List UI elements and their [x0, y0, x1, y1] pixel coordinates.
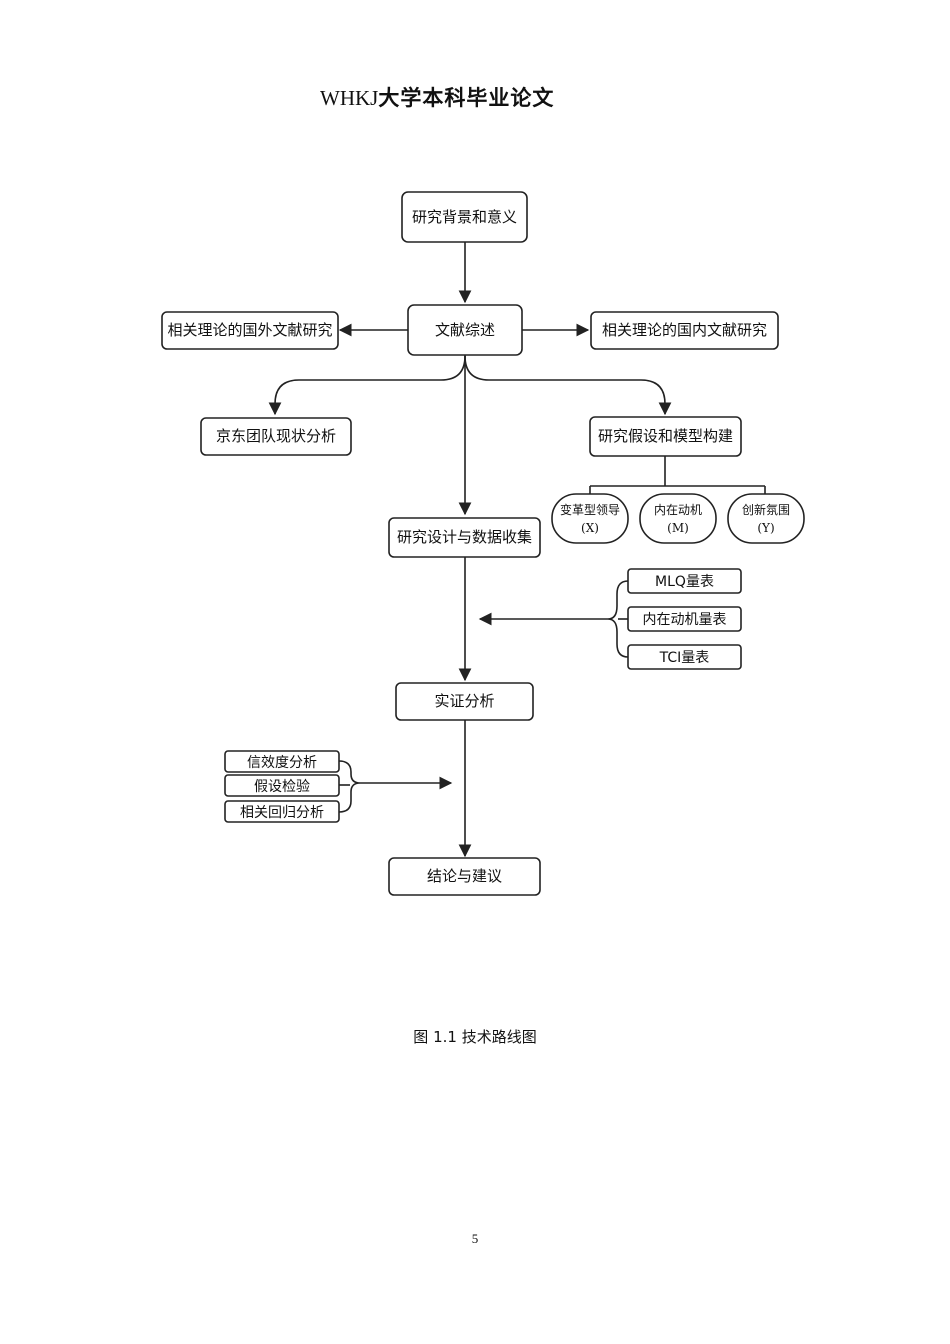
figure-caption: 图 1.1 技术路线图 — [413, 1028, 537, 1046]
label-conclusion: 结论与建议 — [427, 867, 502, 885]
box-scale-tci: TCI量表 — [627, 644, 742, 670]
label-background: 研究背景和意义 — [412, 208, 517, 226]
label-foreign: 相关理论的国外文献研究 — [167, 321, 332, 339]
label-var-m-code: (M) — [667, 521, 689, 535]
label-var-y: 创新氛围 — [742, 502, 790, 517]
box-scale-mlq: MLQ量表 — [627, 568, 742, 594]
box-conclusion: 结论与建议 — [388, 857, 541, 896]
arrow-review-to-jd — [268, 355, 466, 416]
label-regression: 相关回归分析 — [240, 804, 324, 821]
label-var-x-code: (X) — [581, 521, 599, 535]
header-latin: WHKJ — [320, 86, 379, 110]
label-hypo-test: 假设检验 — [254, 779, 310, 795]
label-hypo: 研究假设和模型构建 — [598, 427, 733, 445]
label-design: 研究设计与数据收集 — [397, 528, 532, 546]
var-x: 变革型领导 (X) — [551, 493, 629, 544]
box-background: 研究背景和意义 — [401, 191, 528, 243]
var-m: 内在动机 (M) — [639, 493, 717, 544]
box-scale-motive: 内在动机量表 — [627, 606, 742, 632]
box-domestic: 相关理论的国内文献研究 — [590, 311, 779, 350]
box-regression: 相关回归分析 — [224, 800, 340, 823]
label-scale-tci: TCI量表 — [659, 650, 710, 666]
label-var-m: 内在动机 — [654, 503, 702, 517]
box-reliability: 信效度分析 — [224, 750, 340, 773]
label-scale-motive: 内在动机量表 — [643, 612, 727, 628]
page-number: 5 — [471, 1231, 479, 1246]
box-design: 研究设计与数据收集 — [388, 517, 541, 558]
label-review: 文献综述 — [435, 321, 495, 339]
var-y: 创新氛围 (Y) — [727, 493, 805, 544]
brace-analyses — [338, 760, 361, 813]
label-reliability: 信效度分析 — [247, 755, 317, 771]
box-hypo: 研究假设和模型构建 — [589, 416, 742, 457]
arrow-review-to-hypo — [464, 355, 672, 416]
box-empirical: 实证分析 — [395, 682, 534, 721]
box-foreign: 相关理论的国外文献研究 — [161, 311, 339, 350]
box-review: 文献综述 — [407, 304, 523, 356]
label-scale-mlq: MLQ量表 — [655, 574, 714, 590]
box-jd: 京东团队现状分析 — [200, 417, 352, 456]
label-domestic: 相关理论的国内文献研究 — [602, 321, 767, 339]
header-title: 大学本科毕业论文 — [378, 86, 555, 110]
label-var-x: 变革型领导 — [560, 502, 620, 517]
label-var-y-code: (Y) — [757, 521, 774, 535]
box-hypo-test: 假设检验 — [224, 774, 340, 797]
running-header: WHKJ大学本科毕业论文 — [320, 82, 554, 112]
label-empirical: 实证分析 — [434, 692, 494, 710]
label-jd: 京东团队现状分析 — [216, 427, 336, 445]
